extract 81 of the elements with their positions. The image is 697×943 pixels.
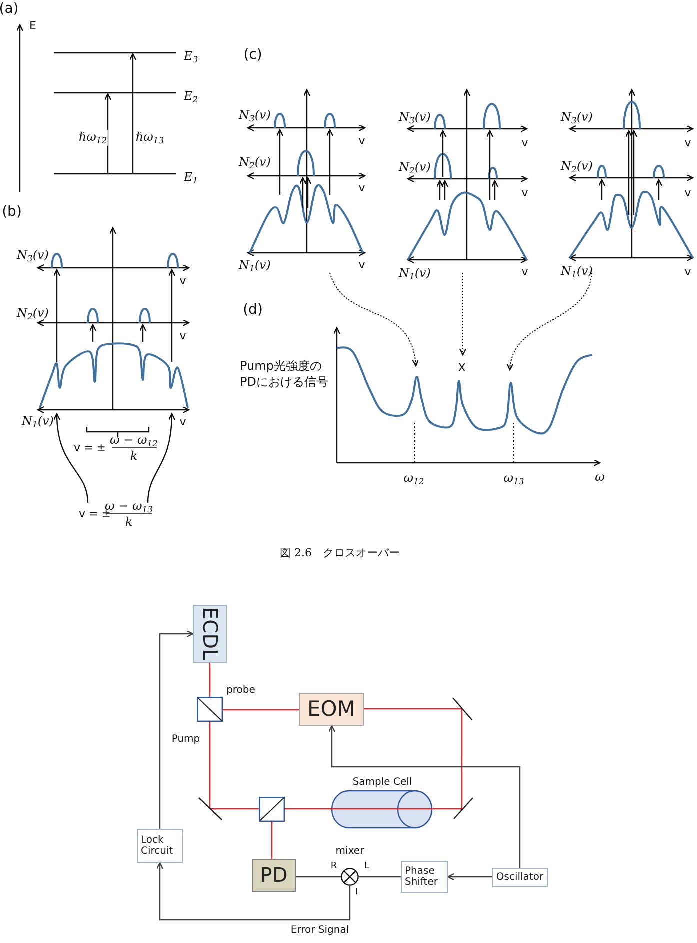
math-label: N$_{1}$(v) — [22, 415, 54, 429]
laser-beam — [209, 722, 211, 809]
math-label: v — [358, 260, 366, 270]
axis-title: Pump光強度のPDにおける信号 — [240, 358, 330, 390]
detector-box: PD — [252, 859, 296, 892]
math-label: v — [684, 138, 692, 148]
laser-beam — [285, 808, 331, 810]
mirror — [452, 697, 473, 721]
oscillator-box: Oscillator — [492, 868, 548, 887]
math-label: v — [522, 266, 528, 278]
math-label: X — [458, 362, 466, 374]
transition-arrow — [129, 53, 137, 173]
math-label: N$_{3}$(v) — [561, 111, 593, 125]
math-label: N$_{2}$(v) — [399, 161, 431, 175]
math-label: N$_{3}$(v) — [399, 111, 431, 125]
laser-beam — [461, 709, 463, 808]
math-label: v — [358, 182, 366, 194]
circuit-box: Lock Circuit — [137, 829, 183, 863]
figure-caption: 図 2.6 クロスオーバー — [280, 548, 400, 558]
laser-beam — [210, 808, 259, 810]
transition-arrow — [104, 93, 112, 173]
math-label: E$_{3}$ — [184, 50, 198, 64]
signal-line — [159, 630, 194, 829]
math-label: v = ± — [74, 442, 106, 454]
math-label: E$_{2}$ — [184, 90, 198, 104]
math-label: N$_{3}$(v) — [17, 249, 49, 263]
signal-line — [328, 725, 521, 868]
math-label: N$_{1}$(v) — [561, 265, 593, 279]
panel-label: (c) — [244, 48, 262, 62]
math-label: N$_{1}$(v) — [399, 267, 431, 281]
port-label: R — [330, 862, 338, 872]
port-label: I — [356, 888, 358, 898]
edge-label: Error Signal — [290, 925, 350, 937]
math-label: v — [684, 188, 692, 198]
beam-splitter — [259, 797, 285, 822]
math-label: E — [30, 20, 36, 32]
beam-splitter — [197, 697, 223, 722]
modulator-box: EOM — [299, 693, 364, 726]
edge-label: ℏω$_{12}$ — [78, 130, 108, 146]
math-label: N$_{2}$(v) — [239, 156, 271, 170]
math-label: N$_{2}$(v) — [561, 160, 593, 174]
signal-line — [296, 876, 341, 878]
math-label: N$_{1}$(v) — [239, 259, 271, 273]
math-label: N$_{3}$(v) — [239, 109, 271, 123]
panel-label: (a) — [0, 2, 19, 16]
math-label: v — [684, 266, 692, 278]
mirror — [198, 797, 223, 821]
math-label: E$_{1}$ — [184, 171, 198, 185]
laser-box: ECDL — [193, 605, 227, 663]
panel-label: (d) — [243, 303, 263, 317]
math-label: ω − ω$_{12}$ — [110, 434, 158, 448]
math-label: k — [125, 516, 133, 528]
math-label: v — [522, 138, 528, 148]
edge-label: Pump — [170, 734, 202, 746]
math-label: ω$_{12}$ — [404, 472, 424, 486]
laser-beam — [209, 663, 211, 697]
laser-beam — [434, 808, 464, 810]
signal-line — [359, 876, 401, 878]
laser-beam — [223, 709, 299, 711]
circuit-box: Phase Shifter — [401, 861, 448, 893]
edge-label: ℏω$_{13}$ — [134, 130, 166, 146]
edge-label: probe — [226, 685, 256, 697]
mixer-label: mixer — [336, 847, 364, 857]
math-label: v — [180, 416, 186, 428]
math-label: v — [522, 188, 528, 198]
cell-label: Sample Cell — [352, 778, 412, 788]
panel-label: (b) — [2, 205, 22, 219]
math-label: k — [130, 450, 138, 462]
mirror — [453, 797, 474, 820]
math-label: ω$_{13}$ — [504, 472, 524, 486]
port-label: L — [364, 862, 370, 872]
math-label: v = ± — [79, 508, 111, 520]
math-label: N$_{2}$(v) — [17, 307, 49, 321]
math-label: v — [358, 136, 366, 146]
laser-beam — [364, 708, 462, 710]
math-label: ω — [595, 471, 605, 483]
math-label: v — [180, 276, 186, 286]
laser-beam — [271, 822, 273, 859]
signal-line — [447, 873, 492, 881]
math-label: v — [180, 330, 186, 342]
signal-line — [156, 862, 351, 921]
